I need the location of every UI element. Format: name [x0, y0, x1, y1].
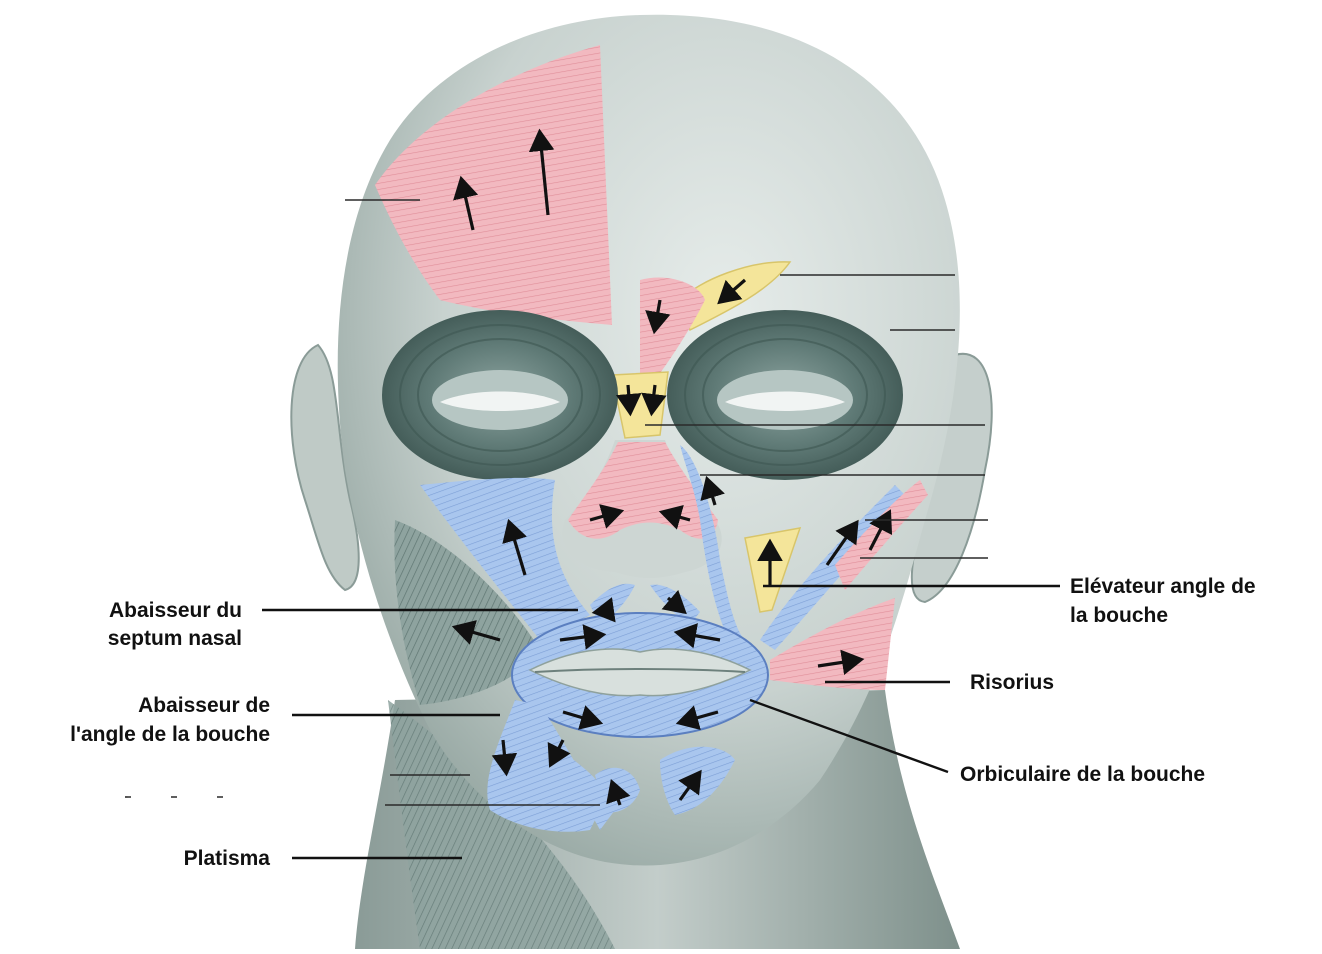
label-orbiculaire-bouche: Orbiculaire de la bouche: [960, 763, 1205, 786]
right-orbicularis-oculi: [667, 310, 903, 480]
label-abaisseur-angle-line1: Abaisseur de: [138, 694, 270, 717]
label-abaisseur-angle-line2: l'angle de la bouche: [70, 723, 270, 746]
label-abaisseur-septum-line2: septum nasal: [108, 627, 242, 650]
left-orbicularis-oculi: [382, 310, 618, 480]
label-platisma: Platisma: [184, 847, 271, 870]
label-elevateur-line1: Elévateur angle de: [1070, 575, 1256, 598]
orbicularis-oris-muscle: [512, 613, 768, 737]
label-risorius: Risorius: [970, 671, 1054, 694]
label-abaisseur-septum-line1: Abaisseur du: [109, 599, 242, 622]
label-elevateur-line2: la bouche: [1070, 604, 1168, 627]
